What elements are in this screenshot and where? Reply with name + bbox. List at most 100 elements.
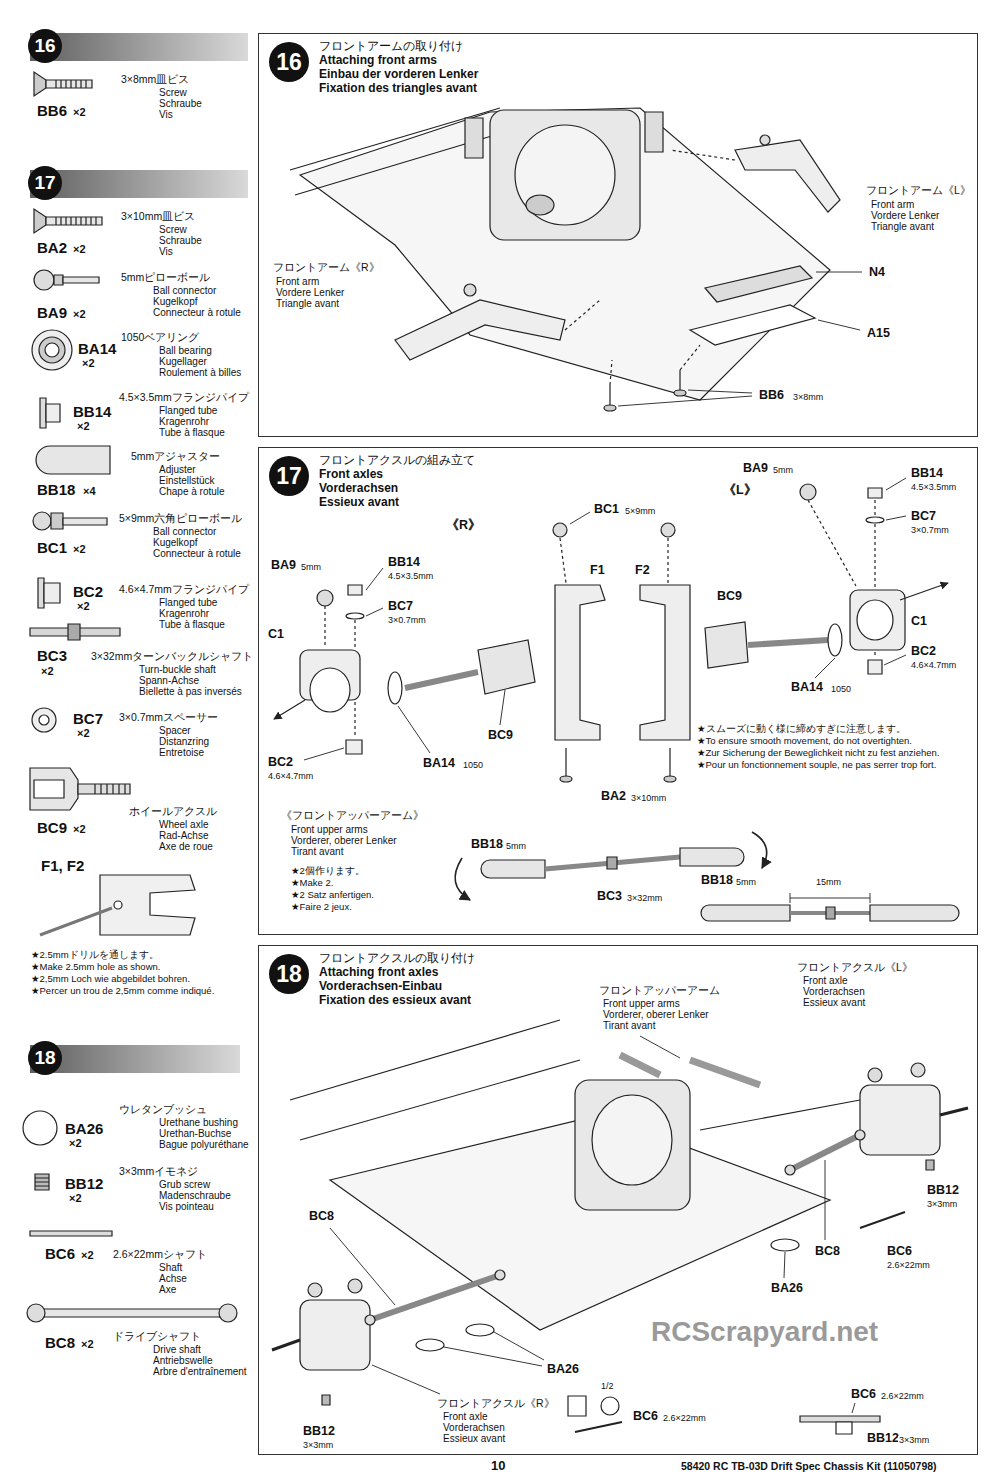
screw-icon bbox=[34, 209, 46, 233]
dimension: 4.5×3.5mm bbox=[387, 572, 434, 581]
knuckle-drawing bbox=[866, 517, 884, 523]
callout-label: A15 bbox=[866, 327, 891, 340]
part-code: BB18 bbox=[36, 482, 76, 497]
step-title: Einbau der vorderen Lenker bbox=[319, 68, 478, 81]
front-arm-drawing bbox=[670, 150, 735, 160]
front-arm-drawing bbox=[395, 300, 565, 360]
dimension: 3×8mm bbox=[792, 393, 824, 402]
part-name: ドライブシャフト bbox=[112, 1331, 202, 1342]
part-name: フロントアッパーアーム bbox=[598, 985, 721, 996]
hub-carrier-drawing bbox=[661, 523, 675, 537]
axle-assembly-drawing bbox=[348, 1279, 362, 1293]
axle-assembly-drawing bbox=[800, 1416, 880, 1422]
part-name: Spacer bbox=[158, 726, 192, 736]
part-name: 3×10mm皿ビス bbox=[120, 211, 196, 222]
bearing-icon bbox=[32, 330, 72, 370]
mount-drawing bbox=[610, 370, 680, 407]
hub-carrier-icon bbox=[40, 908, 112, 935]
part-name: Entretoise bbox=[158, 748, 205, 758]
part-name: Ball connector bbox=[152, 527, 217, 537]
front-arm-drawing bbox=[760, 135, 770, 145]
quantity: ×2 bbox=[72, 824, 87, 835]
step-title: Attaching front axles bbox=[319, 966, 438, 979]
mount-drawing bbox=[690, 305, 815, 345]
axle-assembly-drawing bbox=[855, 1130, 865, 1140]
callout-label: BC2 bbox=[267, 756, 294, 769]
hub-carrier-drawing bbox=[553, 523, 690, 782]
dimension: 2.6×22mm bbox=[880, 1392, 925, 1401]
quantity: ×2 bbox=[76, 421, 91, 432]
spacer-icon bbox=[32, 708, 56, 732]
knuckle-drawing bbox=[317, 590, 333, 606]
axle-assembly-drawing bbox=[272, 1063, 968, 1434]
note: ★2個作ります。 bbox=[290, 866, 366, 876]
callout-label: BB14 bbox=[910, 467, 944, 480]
knuckle-drawing bbox=[868, 488, 882, 498]
chassis-drawing bbox=[290, 1020, 580, 1140]
turnbuckle-icon bbox=[68, 624, 80, 640]
part-name: Chape à rotule bbox=[158, 487, 226, 497]
part-name: Tube à flasque bbox=[158, 620, 226, 630]
leader-line bbox=[640, 1036, 680, 1058]
note: ★To ensure smooth movement, do not overt… bbox=[696, 736, 913, 746]
leader-line bbox=[366, 608, 383, 616]
wheel-axle-icon bbox=[34, 780, 64, 798]
ball-connector-icon bbox=[34, 270, 99, 290]
part-name: Essieux avant bbox=[802, 998, 866, 1008]
footer-text: 58420 RC TB-03D Drift Spec Chassis Kit (… bbox=[680, 1461, 938, 1472]
quantity: ×2 bbox=[76, 728, 91, 739]
part-name: Screw bbox=[158, 225, 188, 235]
step-title: Front axles bbox=[319, 468, 383, 481]
part-name: Achse bbox=[158, 1274, 188, 1284]
part-name: Triangle avant bbox=[870, 222, 935, 232]
part-code: BB6 bbox=[36, 103, 68, 118]
chassis-drawing bbox=[465, 118, 483, 158]
axle-assembly-drawing bbox=[860, 1085, 940, 1155]
part-name: Front upper arms bbox=[602, 999, 681, 1009]
step-title: Essieux avant bbox=[319, 496, 399, 509]
part-name: 5mmアジャスター bbox=[130, 451, 221, 462]
dimension: 3×3mm bbox=[898, 1436, 930, 1445]
chassis-drawing bbox=[575, 1080, 690, 1210]
leader-line bbox=[886, 478, 906, 490]
axle-assembly-drawing bbox=[322, 1395, 330, 1405]
axle-assembly-drawing bbox=[785, 1165, 795, 1175]
axle-assembly-drawing bbox=[365, 1315, 375, 1325]
screw-icon bbox=[56, 217, 96, 225]
note: ★2,5mm Loch wie abgebildet bohren. bbox=[30, 974, 191, 984]
dimension: 2.6×22mm bbox=[886, 1261, 931, 1270]
mount-drawing bbox=[604, 266, 815, 411]
dimension: 3×0.7mm bbox=[910, 526, 950, 535]
part-name: 4.5×3.5mmフランジパイプ bbox=[118, 392, 250, 403]
knuckle-drawing bbox=[748, 640, 828, 645]
callout-label: BB18 bbox=[470, 838, 504, 851]
callout-label: BB6 bbox=[758, 389, 785, 402]
bearing-icon bbox=[39, 337, 65, 363]
front-arm-drawing bbox=[395, 135, 840, 360]
callout-label: BC9 bbox=[487, 729, 514, 742]
upper-arm-drawing bbox=[826, 907, 835, 919]
part-name: 3×0.7mmスペーサー bbox=[118, 712, 219, 723]
part-code: BA26 bbox=[64, 1121, 104, 1136]
dimension: 5mm bbox=[505, 842, 527, 851]
chassis-drawing bbox=[515, 125, 615, 225]
ball-connector-icon bbox=[51, 513, 63, 529]
part-name: 4.6×4.7mmフランジパイプ bbox=[118, 584, 250, 595]
dimension: 4.6×4.7mm bbox=[267, 772, 314, 781]
chassis-drawing bbox=[290, 1020, 860, 1330]
mount-drawing bbox=[705, 266, 812, 302]
part-name: ホイールアクスル bbox=[128, 806, 218, 817]
step-title: Vorderachsen bbox=[319, 482, 398, 495]
callout-label: BC7 bbox=[387, 600, 414, 613]
callout-label: BB14 bbox=[387, 556, 421, 569]
mount-drawing bbox=[610, 345, 700, 385]
leader-line bbox=[444, 1347, 542, 1366]
step-number: 16 bbox=[269, 42, 309, 82]
part-name: Flanged tube bbox=[158, 598, 218, 608]
quantity: ×2 bbox=[80, 1339, 95, 1350]
part-name: Connecteur à rotule bbox=[152, 549, 242, 559]
part-code: BC6 bbox=[44, 1246, 76, 1261]
axle-assembly-drawing bbox=[300, 1300, 370, 1370]
callout-label: BC9 bbox=[716, 590, 743, 603]
flanged-tube-icon bbox=[46, 404, 60, 422]
